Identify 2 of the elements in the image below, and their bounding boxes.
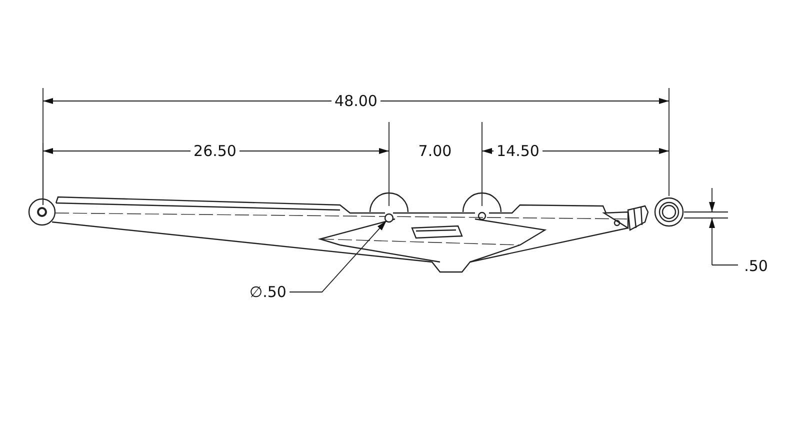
leader-line — [289, 220, 387, 292]
hole-circle — [384, 213, 394, 223]
